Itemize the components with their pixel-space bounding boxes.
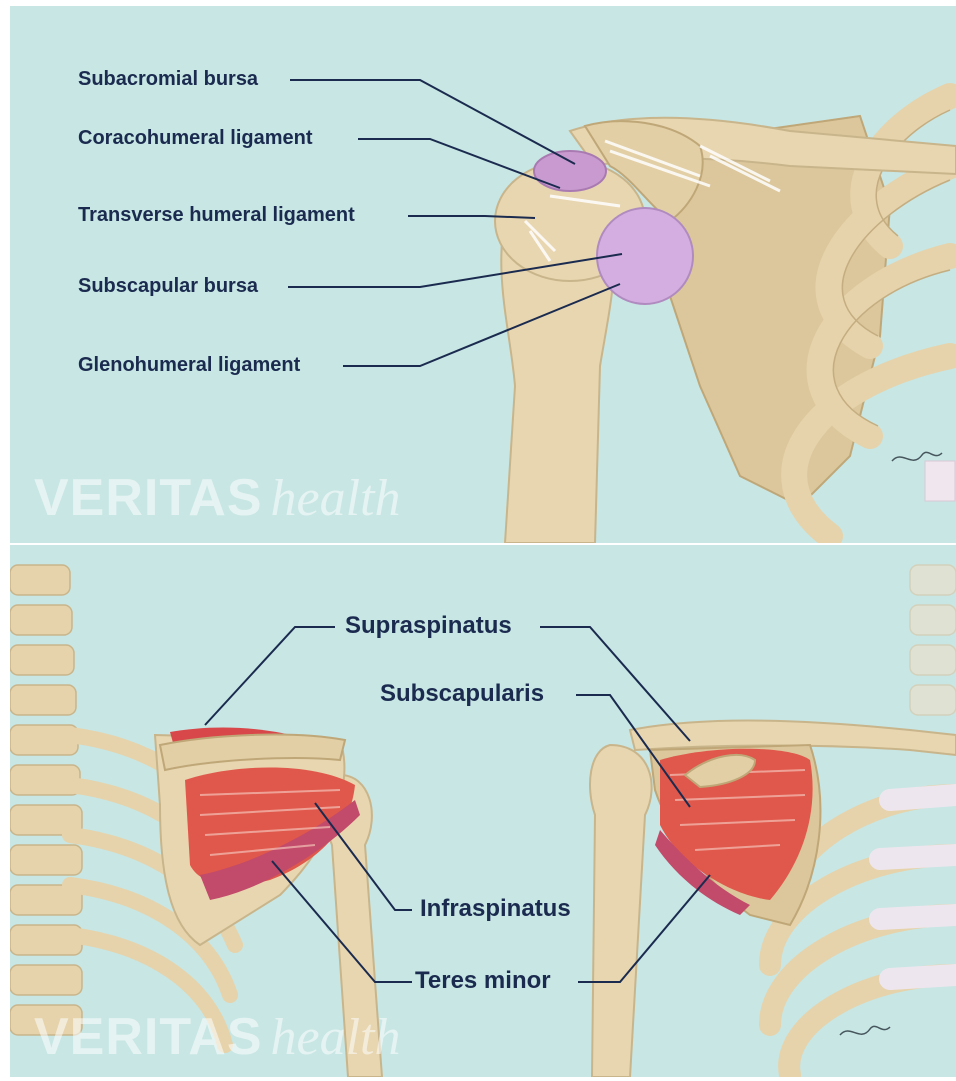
- cartilage-shape: [925, 461, 955, 501]
- spine-right: [910, 565, 956, 715]
- shoulder-ligaments-panel: Subacromial bursa Coracohumeral ligament…: [10, 6, 956, 543]
- watermark-brand: VERITAS: [34, 469, 263, 527]
- leader-supraspinatus-left: [205, 627, 335, 725]
- label-supraspinatus: Supraspinatus: [345, 612, 512, 640]
- label-coracohumeral-ligament: Coracohumeral ligament: [78, 127, 313, 150]
- subacromial-bursa-shape: [534, 151, 606, 191]
- label-subscapularis: Subscapularis: [380, 680, 544, 708]
- label-teres-minor: Teres minor: [415, 967, 551, 995]
- watermark-brand-bottom: VERITAS: [34, 1008, 263, 1066]
- label-glenohumeral-ligament: Glenohumeral ligament: [78, 354, 300, 377]
- rotator-cuff-panel: Supraspinatus Subscapularis Infraspinatu…: [10, 545, 956, 1077]
- watermark-suffix: health: [271, 470, 401, 527]
- artist-signature: [892, 452, 942, 461]
- leader-subacromial-bursa: [290, 80, 575, 164]
- watermark-suffix-bottom: health: [271, 1009, 401, 1066]
- label-transverse-humeral-ligament: Transverse humeral ligament: [78, 204, 355, 227]
- ribs-right-cartilage: [880, 795, 956, 979]
- label-subscapular-bursa: Subscapular bursa: [78, 275, 258, 298]
- spine-left: [10, 565, 82, 1035]
- leader-transverse-humeral-ligament: [408, 216, 535, 218]
- label-infraspinatus: Infraspinatus: [420, 895, 571, 923]
- label-subacromial-bursa: Subacromial bursa: [78, 68, 258, 91]
- right-humerus-shape: [590, 745, 652, 1077]
- artist-signature-bottom: [840, 1026, 890, 1035]
